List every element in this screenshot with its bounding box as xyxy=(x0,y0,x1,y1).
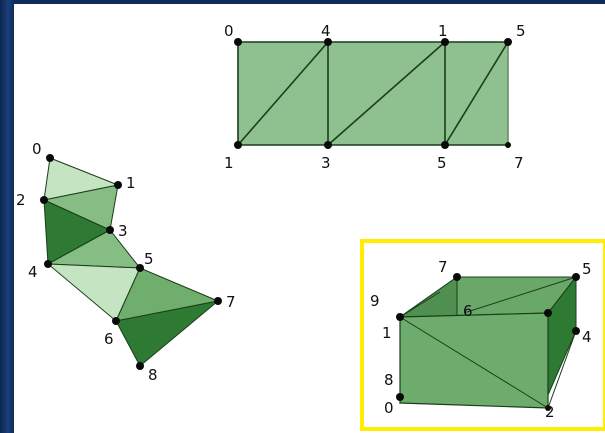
zig-vertex-5 xyxy=(136,264,144,272)
box-label-4: 4 xyxy=(582,328,592,346)
box-vertex-2 xyxy=(545,405,551,411)
strip-diagonal-1-2 xyxy=(237,41,329,146)
zig-vertex-6 xyxy=(112,317,120,325)
zig-vertex-8 xyxy=(136,362,144,370)
box-vertex-0 xyxy=(396,393,404,401)
strip-vertex-6 xyxy=(504,38,512,46)
strip-vertex-0 xyxy=(234,38,242,46)
strip-label-5: 5 xyxy=(437,154,447,172)
strip-vertex-3 xyxy=(324,141,332,149)
box-label-8: 8 xyxy=(384,371,394,389)
box-edge-6-5 xyxy=(547,276,577,314)
strip-label-6: 5 xyxy=(516,22,526,40)
box-front-face xyxy=(399,312,549,409)
strip-label-4: 1 xyxy=(438,22,448,40)
box-strip-figure: 7 5 9 6 1 4 8 0 2 xyxy=(360,239,605,431)
strip-vertex-5 xyxy=(441,141,449,149)
box-diagonal-front xyxy=(399,316,549,409)
strip-vertex-2 xyxy=(324,38,332,46)
strip-diagonal-3-4 xyxy=(327,41,446,146)
strip-vertex-7 xyxy=(505,142,511,148)
box-label-6: 6 xyxy=(463,302,473,320)
strip-diagonal-5-6 xyxy=(444,41,509,146)
strip-label-2: 4 xyxy=(321,22,331,40)
box-vertex-6 xyxy=(544,309,552,317)
box-label-5: 5 xyxy=(582,260,592,278)
box-label-7: 7 xyxy=(438,258,448,276)
zig-vertex-4 xyxy=(44,260,52,268)
box-vertex-5 xyxy=(572,273,580,281)
triangle-strip-figure: 0 4 1 5 1 3 5 7 xyxy=(224,22,526,172)
box-label-9: 9 xyxy=(370,292,380,310)
strip-label-7: 7 xyxy=(514,154,524,172)
zig-label-8: 8 xyxy=(148,366,158,384)
zig-label-5: 5 xyxy=(144,250,154,268)
zig-triangle-6-7-8 xyxy=(115,300,219,367)
zig-label-0: 0 xyxy=(32,140,42,158)
strip-fill xyxy=(238,42,508,145)
zig-label-1: 1 xyxy=(126,174,136,192)
strip-label-1: 1 xyxy=(224,154,234,172)
box-edge-2-4 xyxy=(547,330,577,409)
box-edge-1-9 xyxy=(399,291,441,318)
zig-label-6: 6 xyxy=(104,330,114,348)
zig-vertex-0 xyxy=(46,154,54,162)
strip-label-0: 0 xyxy=(224,22,234,40)
box-label-1: 1 xyxy=(382,324,392,342)
zig-label-7: 7 xyxy=(226,293,236,311)
zigzag-strip-figure: 0 1 2 3 4 5 6 7 8 xyxy=(16,140,236,384)
strip-label-3: 3 xyxy=(321,154,331,172)
zig-label-4: 4 xyxy=(28,263,38,281)
strip-vertex-1 xyxy=(234,141,242,149)
box-vertex-7 xyxy=(453,273,461,281)
zig-label-2: 2 xyxy=(16,191,26,209)
zig-vertex-3 xyxy=(106,226,114,234)
box-vertex-4 xyxy=(572,327,580,335)
zig-label-3: 3 xyxy=(118,222,128,240)
box-label-0: 0 xyxy=(384,399,394,417)
box-diagonal-top xyxy=(463,276,577,314)
zig-vertex-7 xyxy=(214,297,222,305)
zig-vertex-2 xyxy=(40,196,48,204)
zig-vertex-1 xyxy=(114,181,122,189)
box-label-2: 2 xyxy=(545,403,555,421)
box-vertex-1 xyxy=(396,313,404,321)
strip-vertex-4 xyxy=(441,38,449,46)
